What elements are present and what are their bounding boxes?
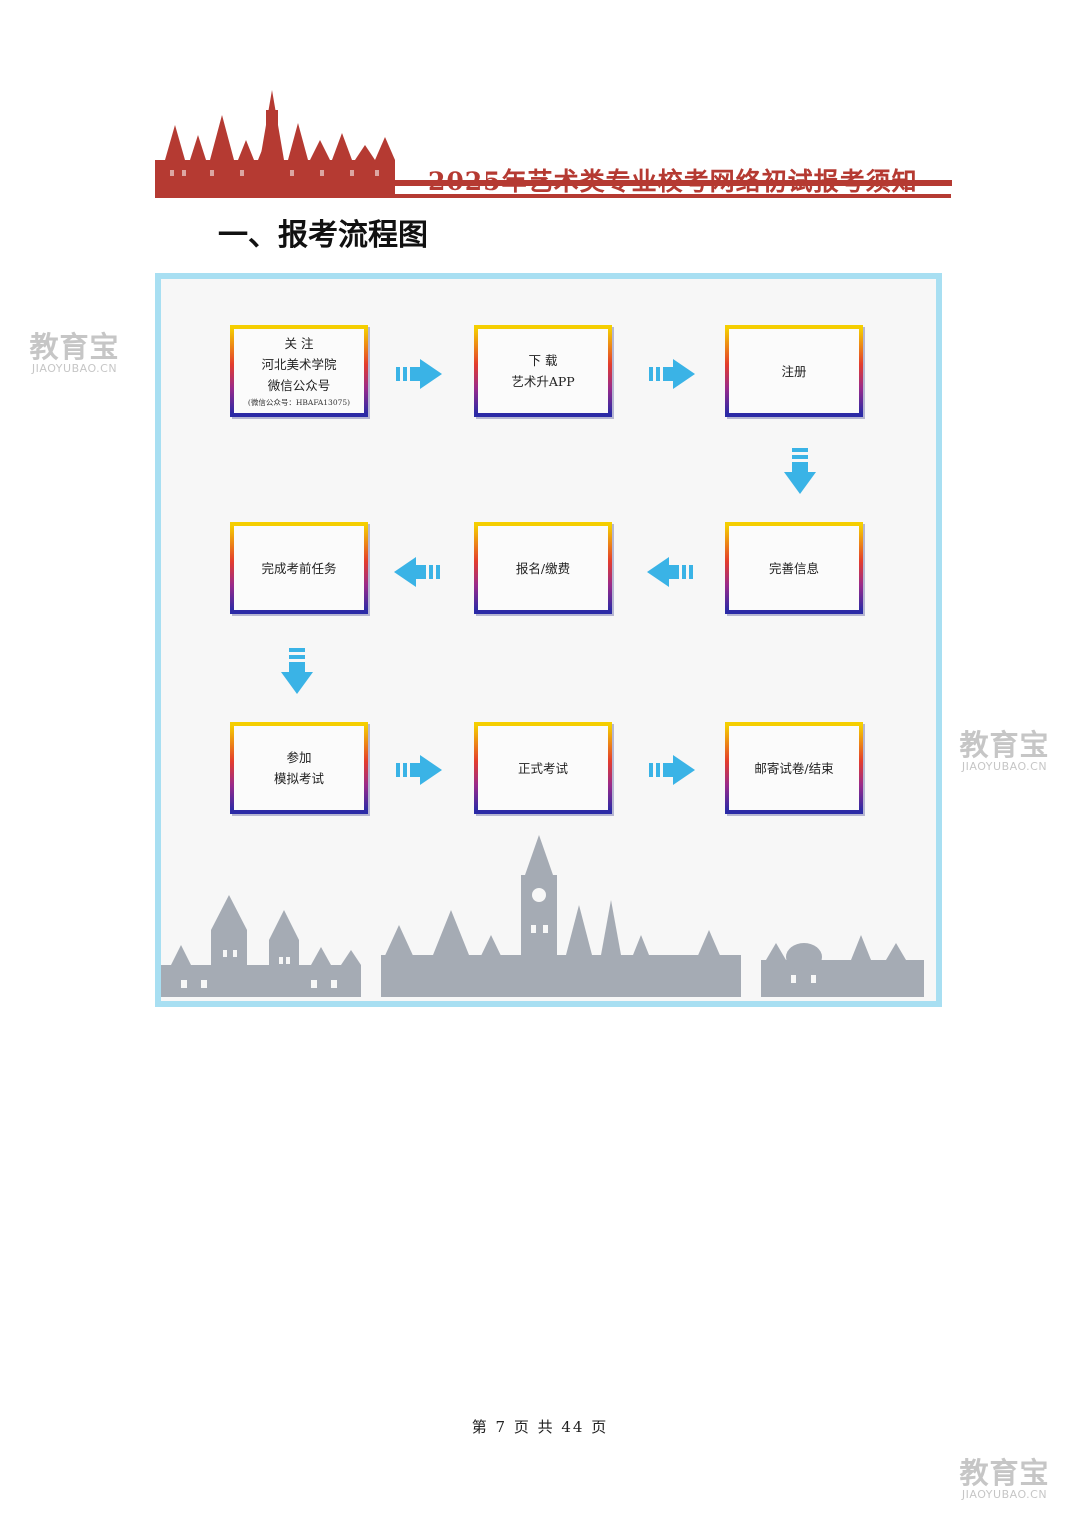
step-label: 下 载 <box>528 353 558 368</box>
page-number: 第 7 页 共 44 页 <box>471 1418 609 1436</box>
step-label: 邮寄试卷/结束 <box>754 760 834 776</box>
step-label: 正式考试 <box>517 760 568 776</box>
step-mail-paper-end: 邮寄试卷/结束 <box>725 722 863 814</box>
watermark-cn: 教育宝 <box>29 330 120 364</box>
section-heading: 一、报考流程图 <box>218 218 428 253</box>
step-mock-exam: 参加 模拟考试 <box>230 722 368 814</box>
step-pre-exam-tasks: 完成考前任务 <box>230 522 368 614</box>
watermark-logo: 教育宝 JIAOYUBAO.CN <box>947 1457 1062 1501</box>
step-complete-info: 完善信息 <box>725 522 863 614</box>
document-header-title: 2025年艺术类专业校考网络初试报考须知 <box>428 167 918 196</box>
arrow-right-icon <box>396 359 442 389</box>
step-label: 参加 <box>286 750 312 765</box>
step-label: 河北美术学院 <box>261 356 337 372</box>
step-label: 关 注 <box>284 335 314 351</box>
watermark-en: JIAOYUBAO.CN <box>961 1488 1048 1501</box>
header-castle-banner <box>155 90 952 198</box>
arrow-right-icon <box>649 755 695 785</box>
arrow-right-icon <box>649 359 695 389</box>
watermark-cn: 教育宝 <box>959 728 1050 762</box>
step-follow-wechat: 关 注 河北美术学院 微信公众号 (微信公众号：HBAFA13075) <box>230 325 368 417</box>
watermark-logo: 教育宝 JIAOYUBAO.CN <box>947 729 1062 773</box>
step-label: 微信公众号 <box>267 377 331 393</box>
castle-silhouette-illustration <box>161 835 924 997</box>
step-signup-pay: 报名/缴费 <box>474 522 612 614</box>
arrow-right-icon <box>396 755 442 785</box>
arrow-left-icon <box>647 557 693 587</box>
watermark-en: JIAOYUBAO.CN <box>961 760 1048 773</box>
arrow-down-icon <box>784 448 816 494</box>
step-label: 模拟考试 <box>273 771 324 786</box>
step-label: 艺术升APP <box>511 374 575 389</box>
step-register: 注册 <box>725 325 863 417</box>
step-label: 完成考前任务 <box>261 560 337 576</box>
step-label: 完善信息 <box>768 560 819 576</box>
watermark-logo: 教育宝 JIAOYUBAO.CN <box>17 331 132 375</box>
step-label: 注册 <box>781 363 807 379</box>
watermark-en: JIAOYUBAO.CN <box>31 362 118 375</box>
step-label: 报名/缴费 <box>515 560 571 576</box>
step-note: (微信公众号：HBAFA13075) <box>247 397 351 407</box>
step-formal-exam: 正式考试 <box>474 722 612 814</box>
arrow-left-icon <box>394 557 440 587</box>
step-download-app: 下 载 艺术升APP <box>474 325 612 417</box>
header-divider <box>155 194 951 198</box>
arrow-down-icon <box>281 648 313 694</box>
watermark-cn: 教育宝 <box>959 1456 1050 1490</box>
